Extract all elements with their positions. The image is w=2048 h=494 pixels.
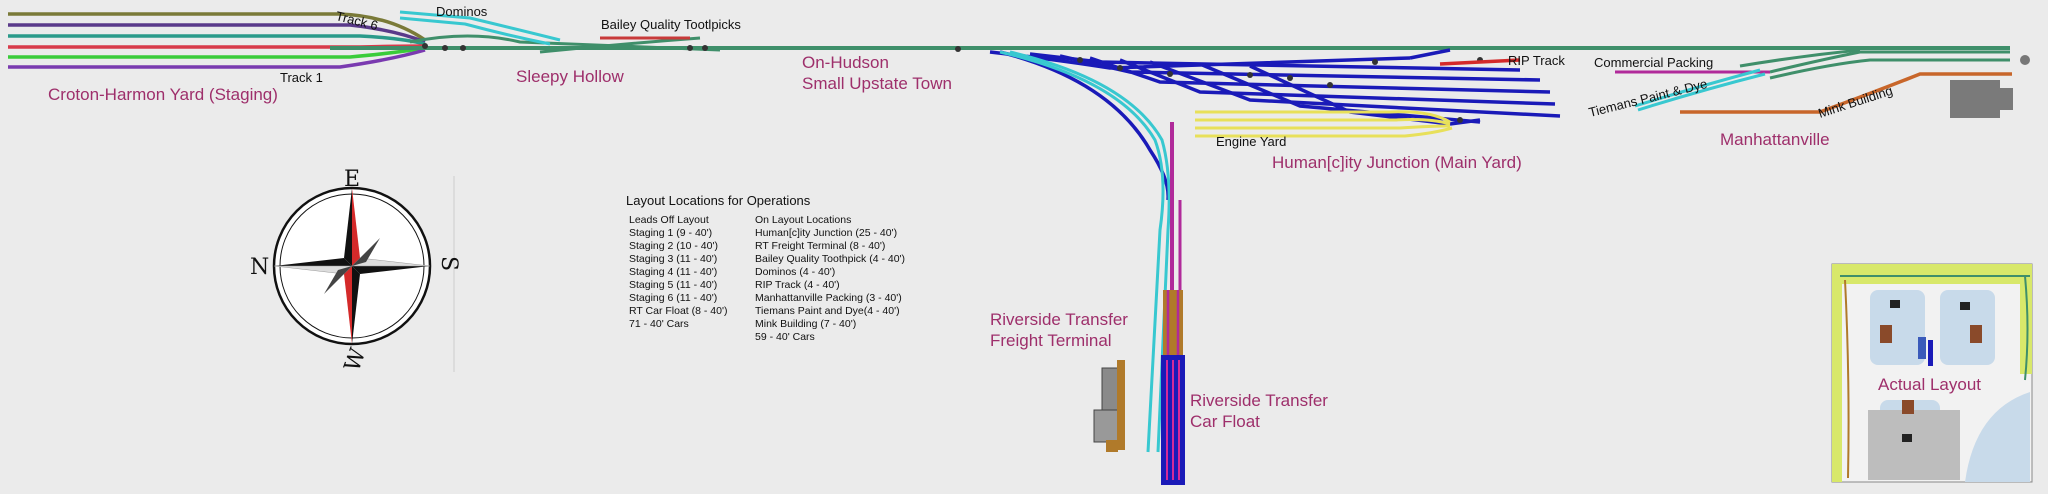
- label-commercial-packing: Commercial Packing: [1594, 55, 1713, 70]
- label-rt-float-2: Car Float: [1190, 412, 1260, 431]
- ops-item: Leads Off Layout: [629, 214, 709, 226]
- ops-item: Staging 2 (10 - 40'): [629, 240, 718, 252]
- compass-top-letter: E: [344, 167, 360, 192]
- layout-end-marker: [2020, 55, 2030, 65]
- ops-item: Staging 5 (11 - 40'): [629, 279, 717, 291]
- ops-item: Manhattanville Packing (3 - 40'): [755, 292, 902, 304]
- ops-item: 59 - 40' Cars: [755, 331, 815, 343]
- freight-terminal-structures: [1093, 360, 1125, 452]
- rip-track: [1439, 58, 1521, 66]
- ops-item: Staging 6 (11 - 40'): [629, 292, 717, 304]
- staging-track-1: [8, 48, 426, 69]
- ops-item: Dominos (4 - 40'): [755, 266, 835, 278]
- compass-left-letter: N: [250, 255, 269, 280]
- ops-item: Staging 4 (11 - 40'): [629, 266, 717, 278]
- ops-item: On Layout Locations: [755, 214, 851, 226]
- manhattanville-tracks: [1615, 48, 2012, 114]
- freight-terminal-tracks: [1166, 290, 1180, 355]
- label-dominos: Dominos: [436, 4, 488, 19]
- ops-title: Layout Locations for Operations: [626, 193, 811, 208]
- label-rt-freight-2: Freight Terminal: [990, 331, 1112, 350]
- ops-item: RT Car Float (8 - 40'): [629, 305, 727, 317]
- mink-building-annex: [1998, 88, 2013, 110]
- dominos-spur: [399, 10, 561, 46]
- ops-item: RIP Track (4 - 40'): [755, 279, 840, 291]
- label-engine-yard: Engine Yard: [1216, 134, 1286, 149]
- ops-item: Staging 3 (11 - 40'): [629, 253, 717, 265]
- label-track-1: Track 1: [280, 70, 323, 85]
- label-actual-layout: Actual Layout: [1878, 375, 1981, 394]
- label-croton-harmon: Croton-Harmon Yard (Staging): [48, 85, 278, 104]
- ops-item: Staging 1 (9 - 40'): [629, 227, 712, 239]
- freight-terminal-building: [1163, 290, 1183, 355]
- compass-right-letter: S: [436, 256, 461, 271]
- ops-item: 71 - 40' Cars: [629, 318, 689, 330]
- label-on-hudson: On-Hudson: [802, 53, 889, 72]
- mink-building-structure: [1950, 80, 2000, 118]
- ops-item: Human[c]ity Junction (25 - 40'): [755, 227, 897, 239]
- ops-item: RT Freight Terminal (8 - 40'): [755, 240, 885, 252]
- label-bailey: Bailey Quality Tootlpicks: [601, 17, 741, 32]
- label-small-upstate-town: Small Upstate Town: [802, 74, 952, 93]
- label-rip-track: RIP Track: [1508, 53, 1565, 68]
- turnout-markers: [422, 43, 961, 52]
- operations-table: Layout Locations for Operations Leads Of…: [626, 193, 905, 343]
- label-mink-building: Mink Building: [1816, 83, 1894, 121]
- actual-layout-inset: [1831, 263, 2033, 483]
- ops-item: Mink Building (7 - 40'): [755, 318, 856, 330]
- compass-rose: E N S W: [250, 167, 461, 375]
- label-sleepy-hollow: Sleepy Hollow: [516, 67, 624, 86]
- mainline: [330, 34, 2010, 54]
- label-rt-freight-1: Riverside Transfer: [990, 310, 1128, 329]
- compass-bottom-letter: W: [340, 345, 371, 375]
- ops-item: Tiemans Paint and Dye(4 - 40'): [755, 305, 900, 317]
- engine-yard-tracks: [1195, 110, 1453, 138]
- staging-track-4: [8, 34, 426, 46]
- staging-track-6: [8, 12, 426, 42]
- ops-item: Bailey Quality Toothpick (4 - 40'): [755, 253, 905, 265]
- label-rt-float-1: Riverside Transfer: [1190, 391, 1328, 410]
- label-track-6: Track 6: [334, 8, 379, 33]
- riverside-tracks: [999, 50, 1182, 453]
- label-manhattanville: Manhattanville: [1720, 130, 1830, 149]
- main-yard-tracks: [989, 48, 1561, 201]
- label-humancity-junction: Human[c]ity Junction (Main Yard): [1272, 153, 1522, 172]
- car-float-tracks: [1166, 360, 1180, 480]
